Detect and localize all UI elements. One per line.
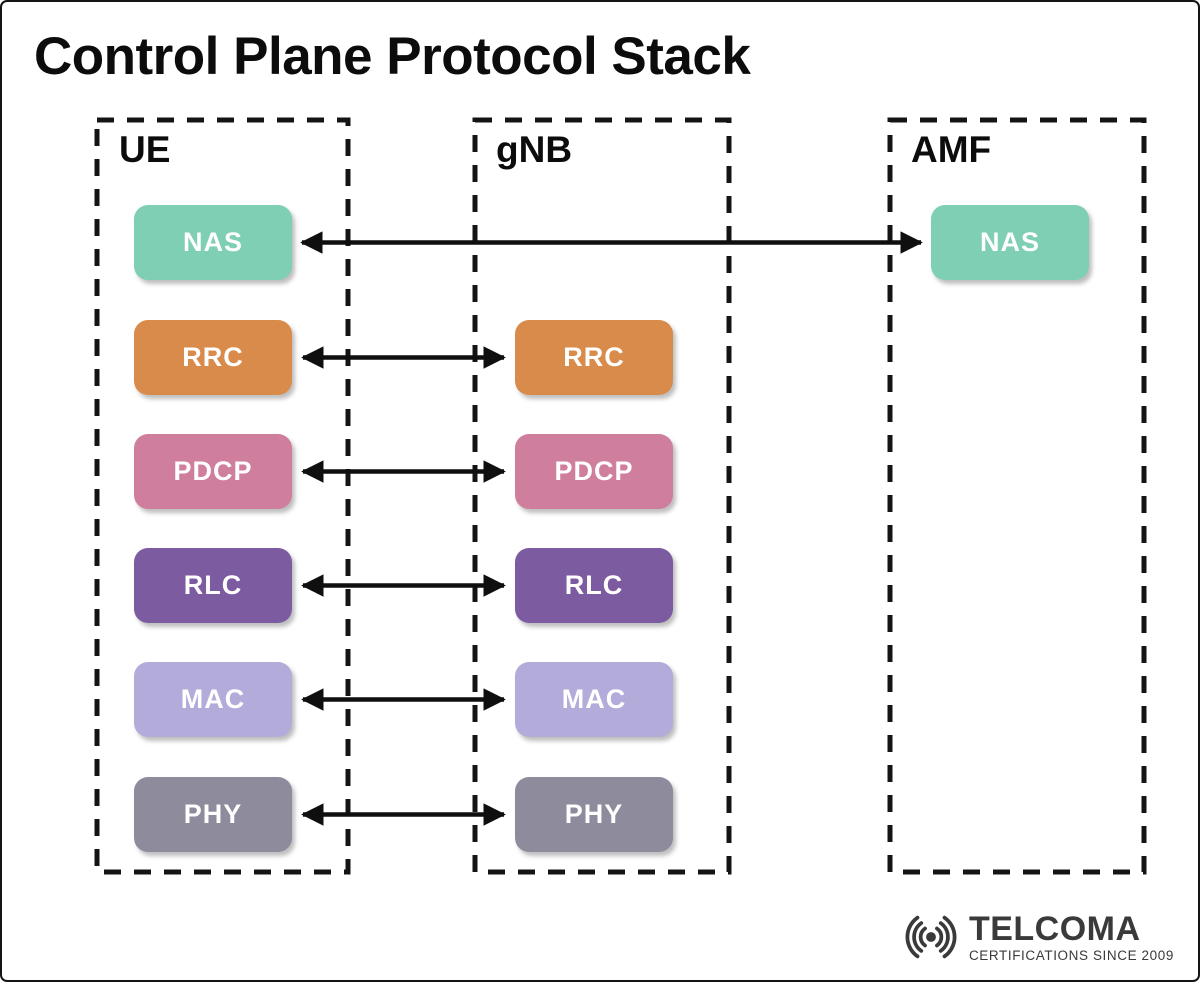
amf-nas-box: NAS — [931, 205, 1089, 280]
ue-column-border — [94, 117, 351, 875]
gnb-phy-box: PHY — [515, 777, 673, 852]
gnb-mac-box: MAC — [515, 662, 673, 737]
logo-tagline-text: CERTIFICATIONS SINCE 2009 — [968, 947, 1174, 963]
column-label-amf: AMF — [911, 129, 992, 170]
column-label-gnb: gNB — [496, 129, 573, 170]
ue-rlc-box: RLC — [134, 548, 292, 623]
telcoma-logo: TELCOMA CERTIFICATIONS SINCE 2009 — [897, 910, 1174, 964]
logo-brand-text: TELCOMA — [968, 909, 1141, 948]
amf-column-border — [887, 117, 1147, 875]
ue-rrc-box: RRC — [134, 320, 292, 395]
gnb-column-border — [472, 117, 732, 875]
gnb-rlc-box: RLC — [515, 548, 673, 623]
ue-mac-box: MAC — [134, 662, 292, 737]
ue-nas-box: NAS — [134, 205, 292, 280]
ue-pdcp-box: PDCP — [134, 434, 292, 509]
gnb-pdcp-box: PDCP — [515, 434, 673, 509]
page-title: Control Plane Protocol Stack — [34, 27, 751, 86]
gnb-rrc-box: RRC — [515, 320, 673, 395]
radio-waves-icon — [905, 915, 957, 959]
column-label-ue: UE — [119, 129, 171, 170]
ue-phy-box: PHY — [134, 777, 292, 852]
